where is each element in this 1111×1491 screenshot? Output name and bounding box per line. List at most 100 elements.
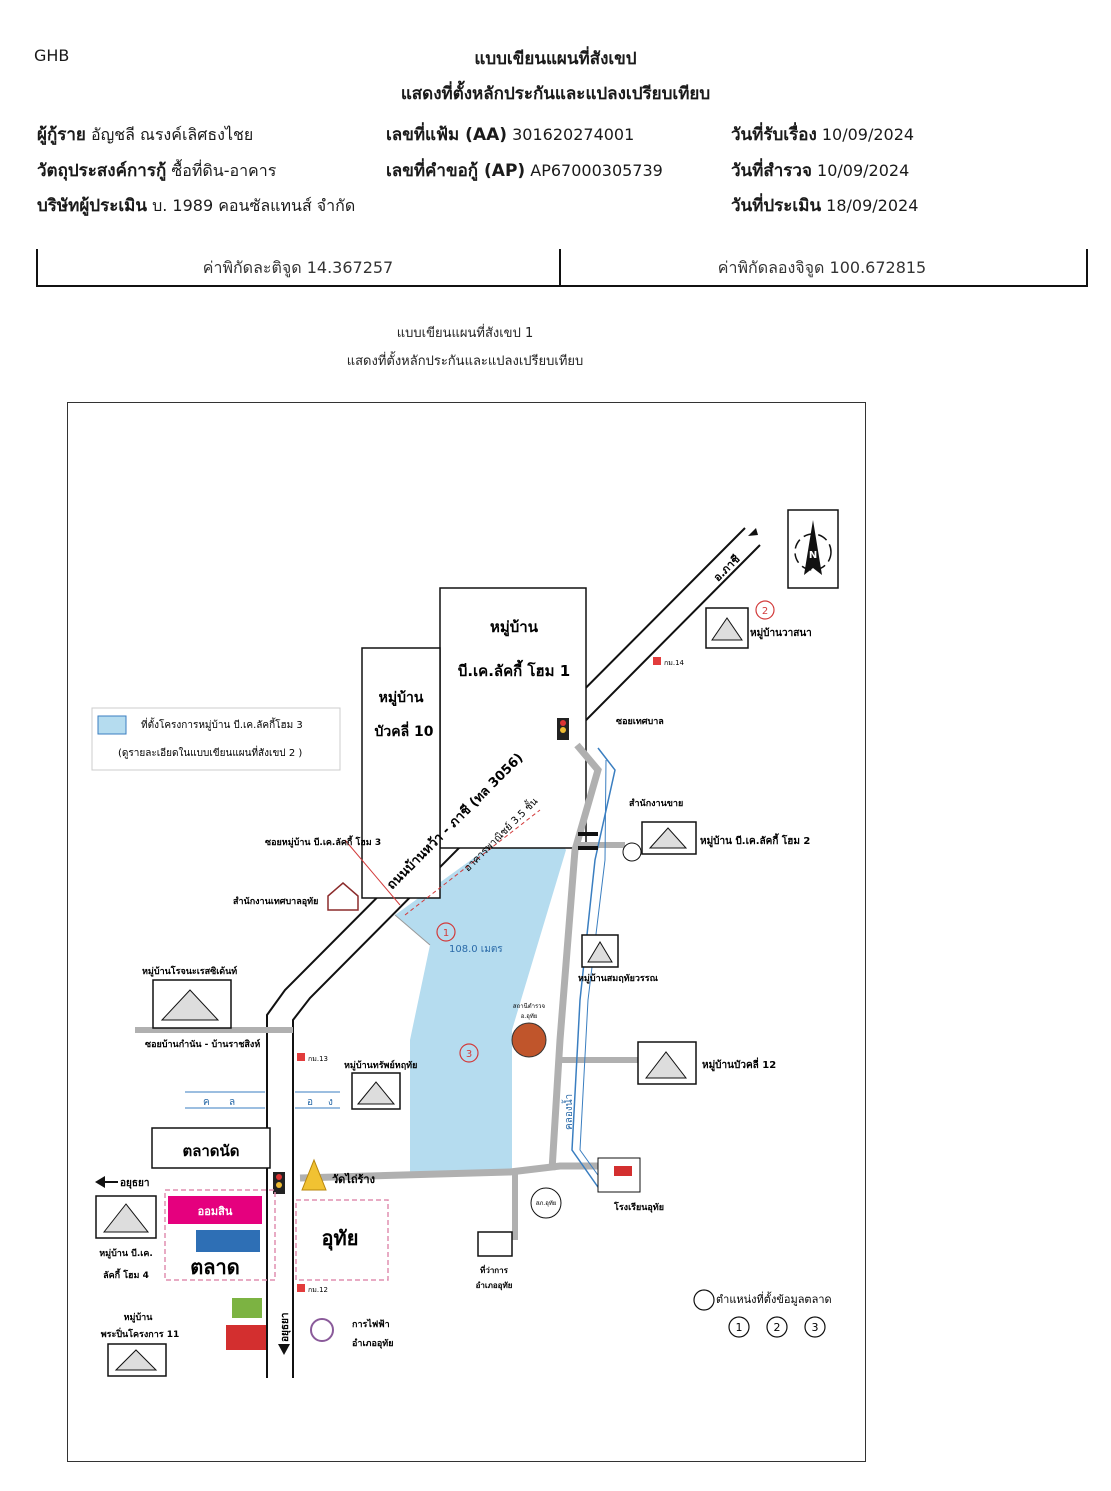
village-bk1-title: หมู่บ้าน [490,618,539,637]
office-sai-label: สำนักงานขาย [629,798,683,809]
borrower-row: ผู้กู้ราย อัญชลี ณรงค์เลิศธงไชย [37,121,253,148]
appraise-date-label: วันที่ประเมิน [731,196,822,216]
municipal-office-label: สำนักงานเทศบาลอุทัย [233,896,318,907]
legend-swatch [97,715,127,735]
canal-h-char-1: ค [203,1097,210,1108]
district-office-label-1: ที่ว่าการ [480,1264,509,1275]
market-nat-box [151,1127,271,1169]
arrow-down-icon [278,1344,290,1355]
village-bc12-label: หมู่บ้านบัวคลี่ 12 [702,1057,776,1072]
bank-icon-red [226,1325,266,1350]
market-zone [164,1189,276,1281]
legend-box [91,707,341,771]
police-station-label-2: อ.อุทัย [521,1013,538,1020]
survey-date-row: วันที่สำรวจ 10/09/2024 [731,157,909,184]
file-number-row: เลขที่แฟ้ม (AA) 301620274001 [386,121,634,148]
map-subtitle: แสดงที่ตั้งหลักประกันและแปลงเปรียบเทียบ [346,354,584,369]
soi-bk3-label: ซอยหมู่บ้าน บี.เค.ลัคกี้ โฮม 3 [265,835,381,848]
received-date-label: วันที่รับเรื่อง [731,125,817,145]
marker-2-circle [755,600,775,620]
bridge-icon [578,832,598,836]
request-number-value: AP67000305739 [530,161,663,180]
arrow-ne-icon [748,528,758,536]
village-somrit-label: หมู่บ้านสมฤทัยวรรณ [578,973,659,984]
police-station-label-1: สถานีตำรวจ [513,1002,545,1010]
school-label: โรงเรียนอุทัย [613,1201,664,1213]
legend-text-1: ที่ตั้งโครงการหมู่บ้าน บี.เค.ลัคกี้โฮม 3 [141,717,303,731]
appraise-date-value: 18/09/2024 [826,196,919,215]
survey-date-value: 10/09/2024 [817,161,910,180]
district-office-label-2: อำเภออุทัย [476,1281,513,1291]
canal-vertical-inner [579,759,607,1186]
market-label: ตลาด [190,1255,239,1279]
purpose-value: ซื้อที่ดิน-อาคาร [171,161,277,180]
village-rojana-label: หมู่บ้านโรจนะเรสซิเด้นท์ [142,965,237,977]
bottom-road [299,1162,600,1182]
municipal-office-icon [327,882,359,911]
village-bk4-label-2: ลัคกี้ โฮม 4 [103,1268,149,1281]
village-bk4-label-1: หมู่บ้าน บี.เค. [99,1248,153,1259]
coordinates-box [36,249,1088,287]
canal-vertical [571,747,616,1191]
purpose-row: วัตถุประสงค์การกู้ ซื้อที่ดิน-อาคาร [37,157,276,184]
request-number-row: เลขที่คำขอกู้ (AP) AP67000305739 [386,157,663,184]
bank-icon-green [232,1298,262,1318]
north-label: N [809,550,817,561]
village-bc10-block [361,647,441,899]
police-label: สภ.อุทัย [536,1200,557,1207]
temple-icon [301,1158,327,1191]
map-frame [67,402,866,1462]
km14-label: กม.14 [664,659,685,667]
appraiser-row: บริษัทผู้ประเมิน บ. 1989 คอนซัลแทนส์ จำก… [37,192,355,219]
police-station-icon [511,1022,547,1058]
village-bc10-subtitle: บัวคลี่ 10 [374,721,433,740]
village-bk1-subtitle: บี.เค.ลัคกี้ โฮม 1 [458,659,570,680]
bridge-icon-2 [578,846,598,850]
sales-office-icon [622,842,642,862]
received-date-value: 10/09/2024 [821,125,915,144]
village-bk2-label: หมู่บ้าน บี.เค.ลัคกี้ โฮม 2 [700,833,810,848]
distance-label: 108.0 เมตร [449,944,503,955]
district-office-icon [477,1231,513,1257]
to-ayutthaya-bottom-label: อยุธยา [280,1313,291,1342]
canal-h-char-3: อ [307,1097,313,1108]
village-wasana-label: หมู่บ้านวาสนา [750,627,812,640]
arrow-left-icon [95,1176,105,1188]
wat-label: วัดไถ่ร้าง [332,1172,375,1186]
km12-marker [297,1284,305,1292]
borrower-value: อัญชลี ณรงค์เลิศธงไชย [91,125,254,144]
marker-3-circle [459,1043,479,1063]
legend-num-3-circle [804,1316,826,1338]
soi-kamnan-label: ซอยบ้านกำนัน - บ้านราชสิงห์ [145,1038,260,1050]
marker-2-label: 2 [762,606,768,617]
latitude-text: ค่าพิกัดละติจูด 14.367257 [202,258,394,277]
gsb-bank-icon [168,1196,262,1224]
market-nat-label: ตลาดนัด [182,1142,239,1160]
marker-3-label: 3 [466,1049,472,1060]
marker-1-circle [436,922,456,942]
km13-label: กม.13 [308,1055,328,1063]
document-title: แบบเขียนแผนที่สังเขป [474,49,637,69]
soi-municipal-label: ซอยเทศบาล [616,717,664,727]
legend-text-2: (ดูรายละเอียดในแบบเขียนแผนที่สังเขป 2 ) [118,745,302,759]
request-number-label: เลขที่คำขอกู้ (AP) [386,161,526,181]
purpose-label: วัตถุประสงค์การกู้ [37,161,167,181]
pea-icon [310,1318,334,1342]
file-number-value: 301620274001 [512,125,635,144]
appraiser-value: บ. 1989 คอนซัลแทนส์ จำกัด [152,196,356,215]
village-sap-label: หมู่บ้านทรัพย์หฤทัย [344,1059,417,1071]
appraiser-label: บริษัทผู้ประเมิน [37,196,147,216]
uthai-zone [295,1199,389,1281]
pea-label-2: อำเภออุทัย [352,1338,393,1349]
legend-num-3: 3 [812,1321,819,1334]
north-arrow-icon [804,520,822,575]
coordinates-divider [559,249,561,285]
gsb-label: ออมสิน [198,1205,233,1218]
soi-municipal-road [548,742,602,1171]
canal-h-char-2: ล [229,1097,235,1108]
pea-label-1: การไฟฟ้า [352,1318,390,1330]
legend-market-label: ตำแหน่งที่ตั้งข้อมูลตลาด [716,1291,832,1306]
km12-label: กม.12 [308,1286,328,1294]
to-ayutthaya-top-label: อยุธยา [120,1178,149,1189]
project-parcel [395,810,566,1172]
